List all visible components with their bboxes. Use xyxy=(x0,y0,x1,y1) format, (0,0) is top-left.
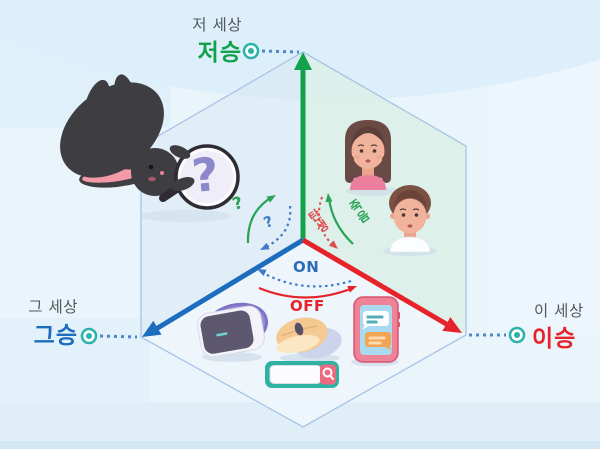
chat-bubble-outgoing xyxy=(365,332,392,351)
that-world-label: 그 세상 xyxy=(28,298,78,316)
death-arrow xyxy=(325,193,354,245)
woman-shirt xyxy=(350,175,386,190)
computer-mouse-icon xyxy=(276,317,342,363)
woman-avatar xyxy=(345,120,398,196)
rabbit-blush xyxy=(148,176,156,182)
rabbit-illustration xyxy=(60,74,240,222)
this-world-arrowhead xyxy=(442,317,462,333)
search-bar-icon xyxy=(265,361,339,388)
afterlife-world-label: 저 세상 xyxy=(192,16,242,34)
target-dot-icon xyxy=(508,326,526,344)
connector-top xyxy=(261,49,300,54)
on-arrow xyxy=(257,269,352,288)
woman-fringe xyxy=(351,126,385,145)
axis-this-world xyxy=(301,237,462,333)
that-world-arrowhead xyxy=(142,320,162,337)
question-down-arrow xyxy=(260,205,292,250)
vr-headset-icon xyxy=(197,302,269,362)
birth-arrow xyxy=(318,196,338,249)
search-icon xyxy=(322,367,334,380)
axis-that-world xyxy=(142,237,305,337)
rabbit-eye xyxy=(148,164,154,170)
man-avatar xyxy=(383,185,437,256)
rabbit-shadow xyxy=(140,210,230,222)
smartphone-chat-icon xyxy=(351,296,400,367)
target-dot-icons xyxy=(80,42,526,345)
question-up-arrow xyxy=(246,195,276,244)
connector-left xyxy=(99,334,138,339)
off-arrow xyxy=(258,286,357,299)
magnifier-question-icon xyxy=(159,144,240,210)
search-button xyxy=(320,364,336,385)
this-world-label: 이 세상 xyxy=(534,302,584,320)
man-fringe xyxy=(394,190,427,208)
dotted-connectors xyxy=(99,49,506,339)
off-label: OFF xyxy=(290,297,325,315)
target-dot-icon xyxy=(242,42,260,60)
target-dot-icon xyxy=(80,327,98,345)
magnifier-question-label: ? xyxy=(189,146,222,204)
afterlife-arrowhead xyxy=(294,52,312,70)
chat-bubble-incoming xyxy=(362,311,389,330)
that-world-realm-label: 그승 xyxy=(33,323,78,349)
axis-afterlife xyxy=(294,52,312,240)
this-world-realm-label: 이승 xyxy=(532,326,577,352)
man-shirt xyxy=(389,236,431,253)
search-field xyxy=(269,365,322,384)
on-label: ON xyxy=(293,258,320,276)
afterlife-realm-label: 저승 xyxy=(197,40,242,66)
rabbit-nose xyxy=(160,171,164,175)
mouse-wheel xyxy=(294,322,304,336)
